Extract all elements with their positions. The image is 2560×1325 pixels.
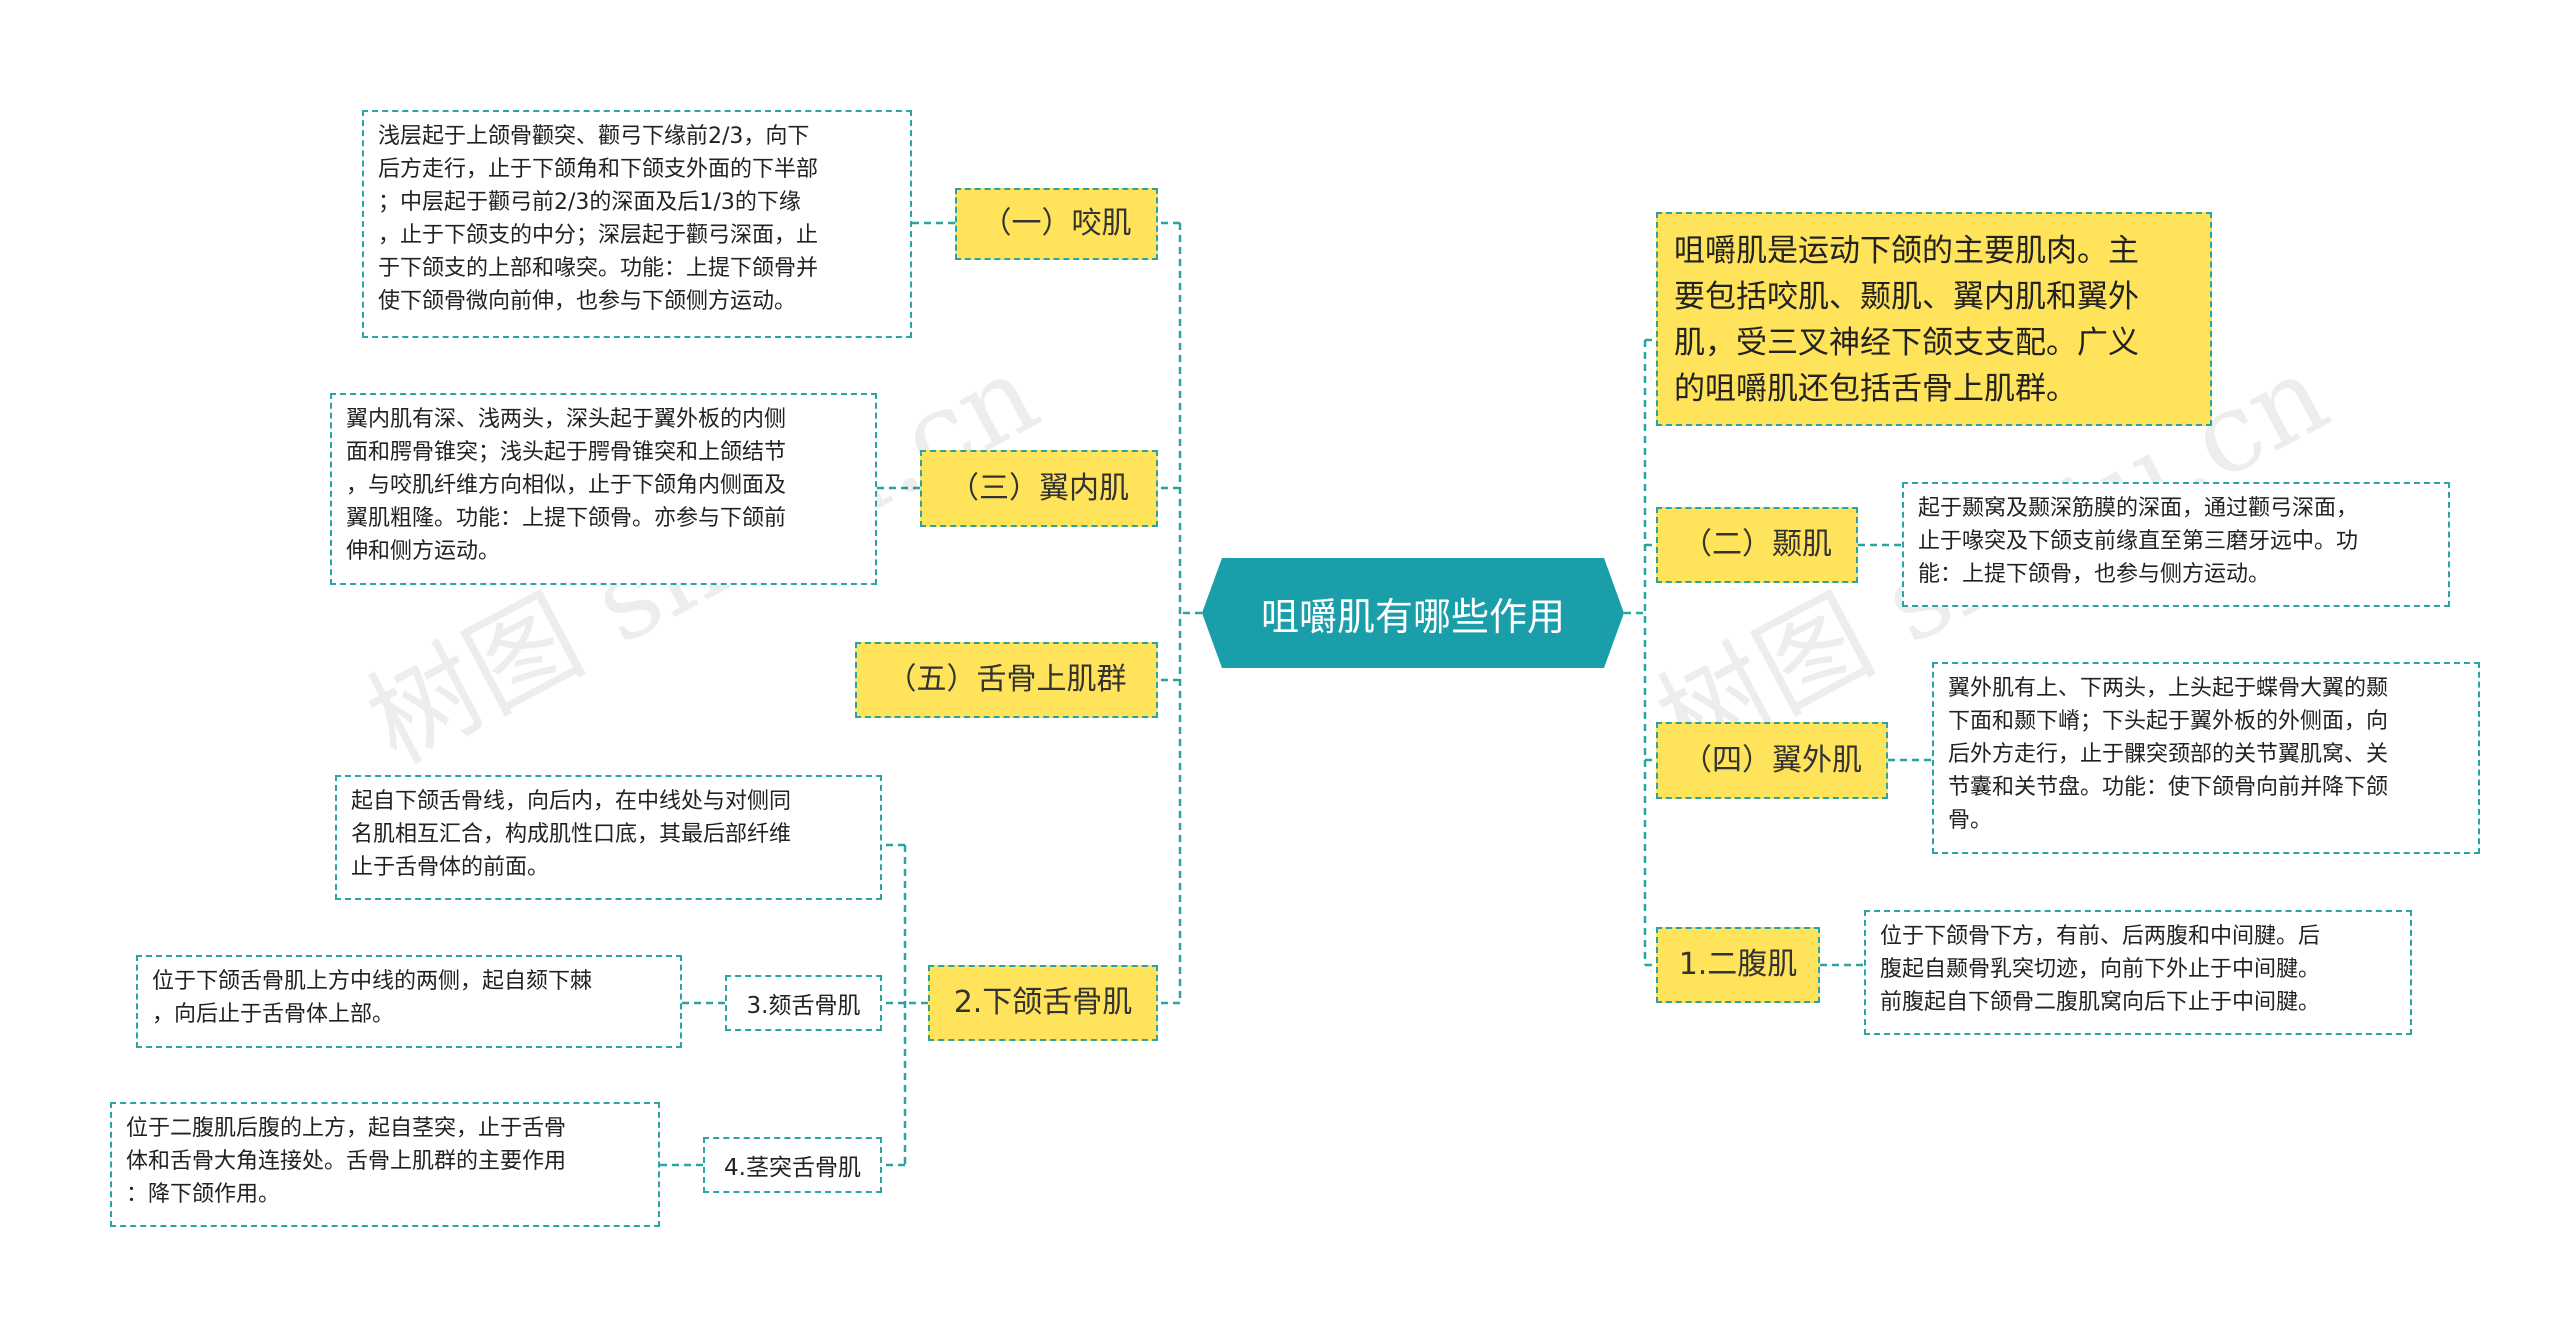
note-digastric: 位于下颌骨下方，有前、后两腹和中间腱。后 腹起自颞骨乳突切迹，向前下外止于中间腱…	[1864, 910, 2412, 1035]
topic-lateral-pterygoid[interactable]: （四）翼外肌	[1656, 722, 1888, 799]
topic-stylohyoid[interactable]: 4.茎突舌骨肌	[703, 1137, 882, 1193]
note-temporalis: 起于颞窝及颞深筋膜的深面，通过颧弓深面， 止于喙突及下颌支前缘直至第三磨牙远中。…	[1902, 482, 2450, 607]
topic-mylohyoid[interactable]: 2.下颌舌骨肌	[928, 965, 1158, 1041]
note-geniohyoid: 位于下颌舌骨肌上方中线的两侧，起自颏下棘 ，向后止于舌骨体上部。	[136, 955, 682, 1048]
topic-geniohyoid[interactable]: 3.颏舌骨肌	[725, 975, 882, 1031]
note-lateral-pterygoid: 翼外肌有上、下两头，上头起于蝶骨大翼的颞 下面和颞下嵴；下头起于翼外板的外侧面，…	[1932, 662, 2480, 854]
central-topic[interactable]: 咀嚼肌有哪些作用	[1202, 558, 1624, 668]
central-topic-shape	[1202, 558, 1624, 668]
topic-temporalis[interactable]: （二）颞肌	[1656, 507, 1858, 583]
topic-medial-pterygoid[interactable]: （三）翼内肌	[920, 450, 1158, 527]
central-topic-title: 咀嚼肌有哪些作用	[1260, 594, 1565, 639]
note-stylohyoid: 位于二腹肌后腹的上方，起自茎突，止于舌骨 体和舌骨大角连接处。舌骨上肌群的主要作…	[110, 1102, 660, 1227]
note-medial-pterygoid: 翼内肌有深、浅两头，深头起于翼外板的内侧 面和腭骨锥突；浅头起于腭骨锥突和上颌结…	[330, 393, 877, 585]
topic-suprahyoid[interactable]: （五）舌骨上肌群	[855, 642, 1158, 718]
note-mylohyoid: 起自下颌舌骨线，向后内，在中线处与对侧同 名肌相互汇合，构成肌性口底，其最后部纤…	[335, 775, 882, 900]
summary-box: 咀嚼肌是运动下颌的主要肌肉。主 要包括咬肌、颞肌、翼内肌和翼外 肌，受三叉神经下…	[1656, 212, 2212, 426]
note-masseter: 浅层起于上颌骨颧突、颧弓下缘前2/3，向下 后方走行，止于下颌角和下颌支外面的下…	[362, 110, 912, 338]
topic-digastric[interactable]: 1.二腹肌	[1656, 927, 1820, 1003]
topic-masseter[interactable]: （一）咬肌	[955, 188, 1158, 260]
